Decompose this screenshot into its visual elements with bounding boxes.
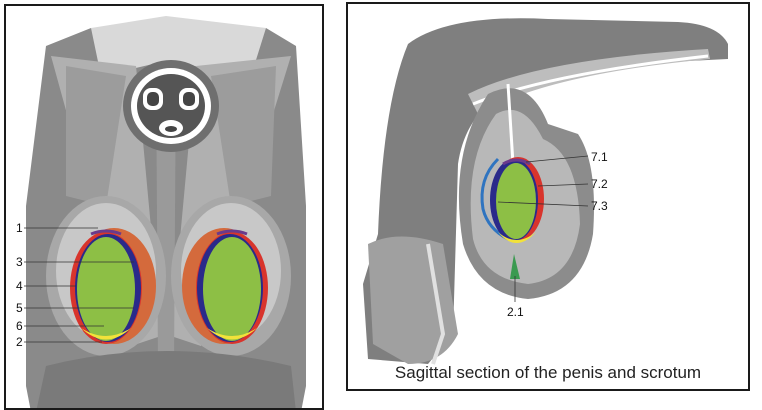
leader-lines-right bbox=[497, 155, 589, 302]
body-wall bbox=[363, 18, 728, 365]
cavernosum-right-core bbox=[183, 92, 195, 106]
label-2: 2 bbox=[16, 335, 23, 349]
urethra bbox=[165, 126, 177, 132]
label-7-2: 7.2 bbox=[591, 177, 608, 191]
layer-purple-right bbox=[216, 229, 248, 236]
label-1: 1 bbox=[16, 221, 23, 235]
sagittal-section-diagram: 7.1 7.2 7.3 2.1 bbox=[363, 18, 728, 365]
leader-lines-left bbox=[24, 227, 134, 343]
label-3: 3 bbox=[16, 255, 23, 269]
label-6: 6 bbox=[16, 319, 23, 333]
testis-right bbox=[203, 237, 261, 341]
layer-yellow-right bbox=[207, 328, 257, 340]
label-5: 5 bbox=[16, 301, 23, 315]
layer-purple-left bbox=[90, 229, 122, 236]
label-7-1: 7.1 bbox=[591, 150, 608, 164]
layer-purple bbox=[502, 158, 531, 166]
glans-edge bbox=[426, 243, 446, 365]
green-cord bbox=[510, 254, 520, 279]
cavernosum-left-core bbox=[147, 92, 159, 106]
scrotal-base bbox=[36, 351, 296, 408]
skin-top bbox=[91, 16, 266, 76]
layer-yellow bbox=[498, 232, 536, 243]
frontal-section-diagram: 1 3 4 5 6 2 bbox=[16, 16, 306, 408]
muscle-right bbox=[211, 66, 276, 206]
figure-caption: Sagittal section of the penis and scrotu… bbox=[394, 363, 702, 382]
layer-yellow-left bbox=[81, 328, 131, 340]
sagittal-section-panel: 7.1 7.2 7.3 2.1 Sagittal section of the … bbox=[346, 2, 750, 391]
testis bbox=[496, 163, 536, 239]
label-7-3: 7.3 bbox=[591, 199, 608, 213]
label-4: 4 bbox=[16, 279, 23, 293]
glans bbox=[368, 236, 458, 364]
spermatic-cord-line bbox=[506, 83, 515, 165]
muscle-left bbox=[66, 66, 126, 206]
label-2-1: 2.1 bbox=[507, 305, 524, 319]
penis-shaft-layer bbox=[468, 49, 710, 114]
layer-lightblue bbox=[480, 157, 509, 241]
testis-left bbox=[77, 237, 135, 341]
frontal-section-panel: 1 3 4 5 6 2 bbox=[4, 4, 324, 410]
